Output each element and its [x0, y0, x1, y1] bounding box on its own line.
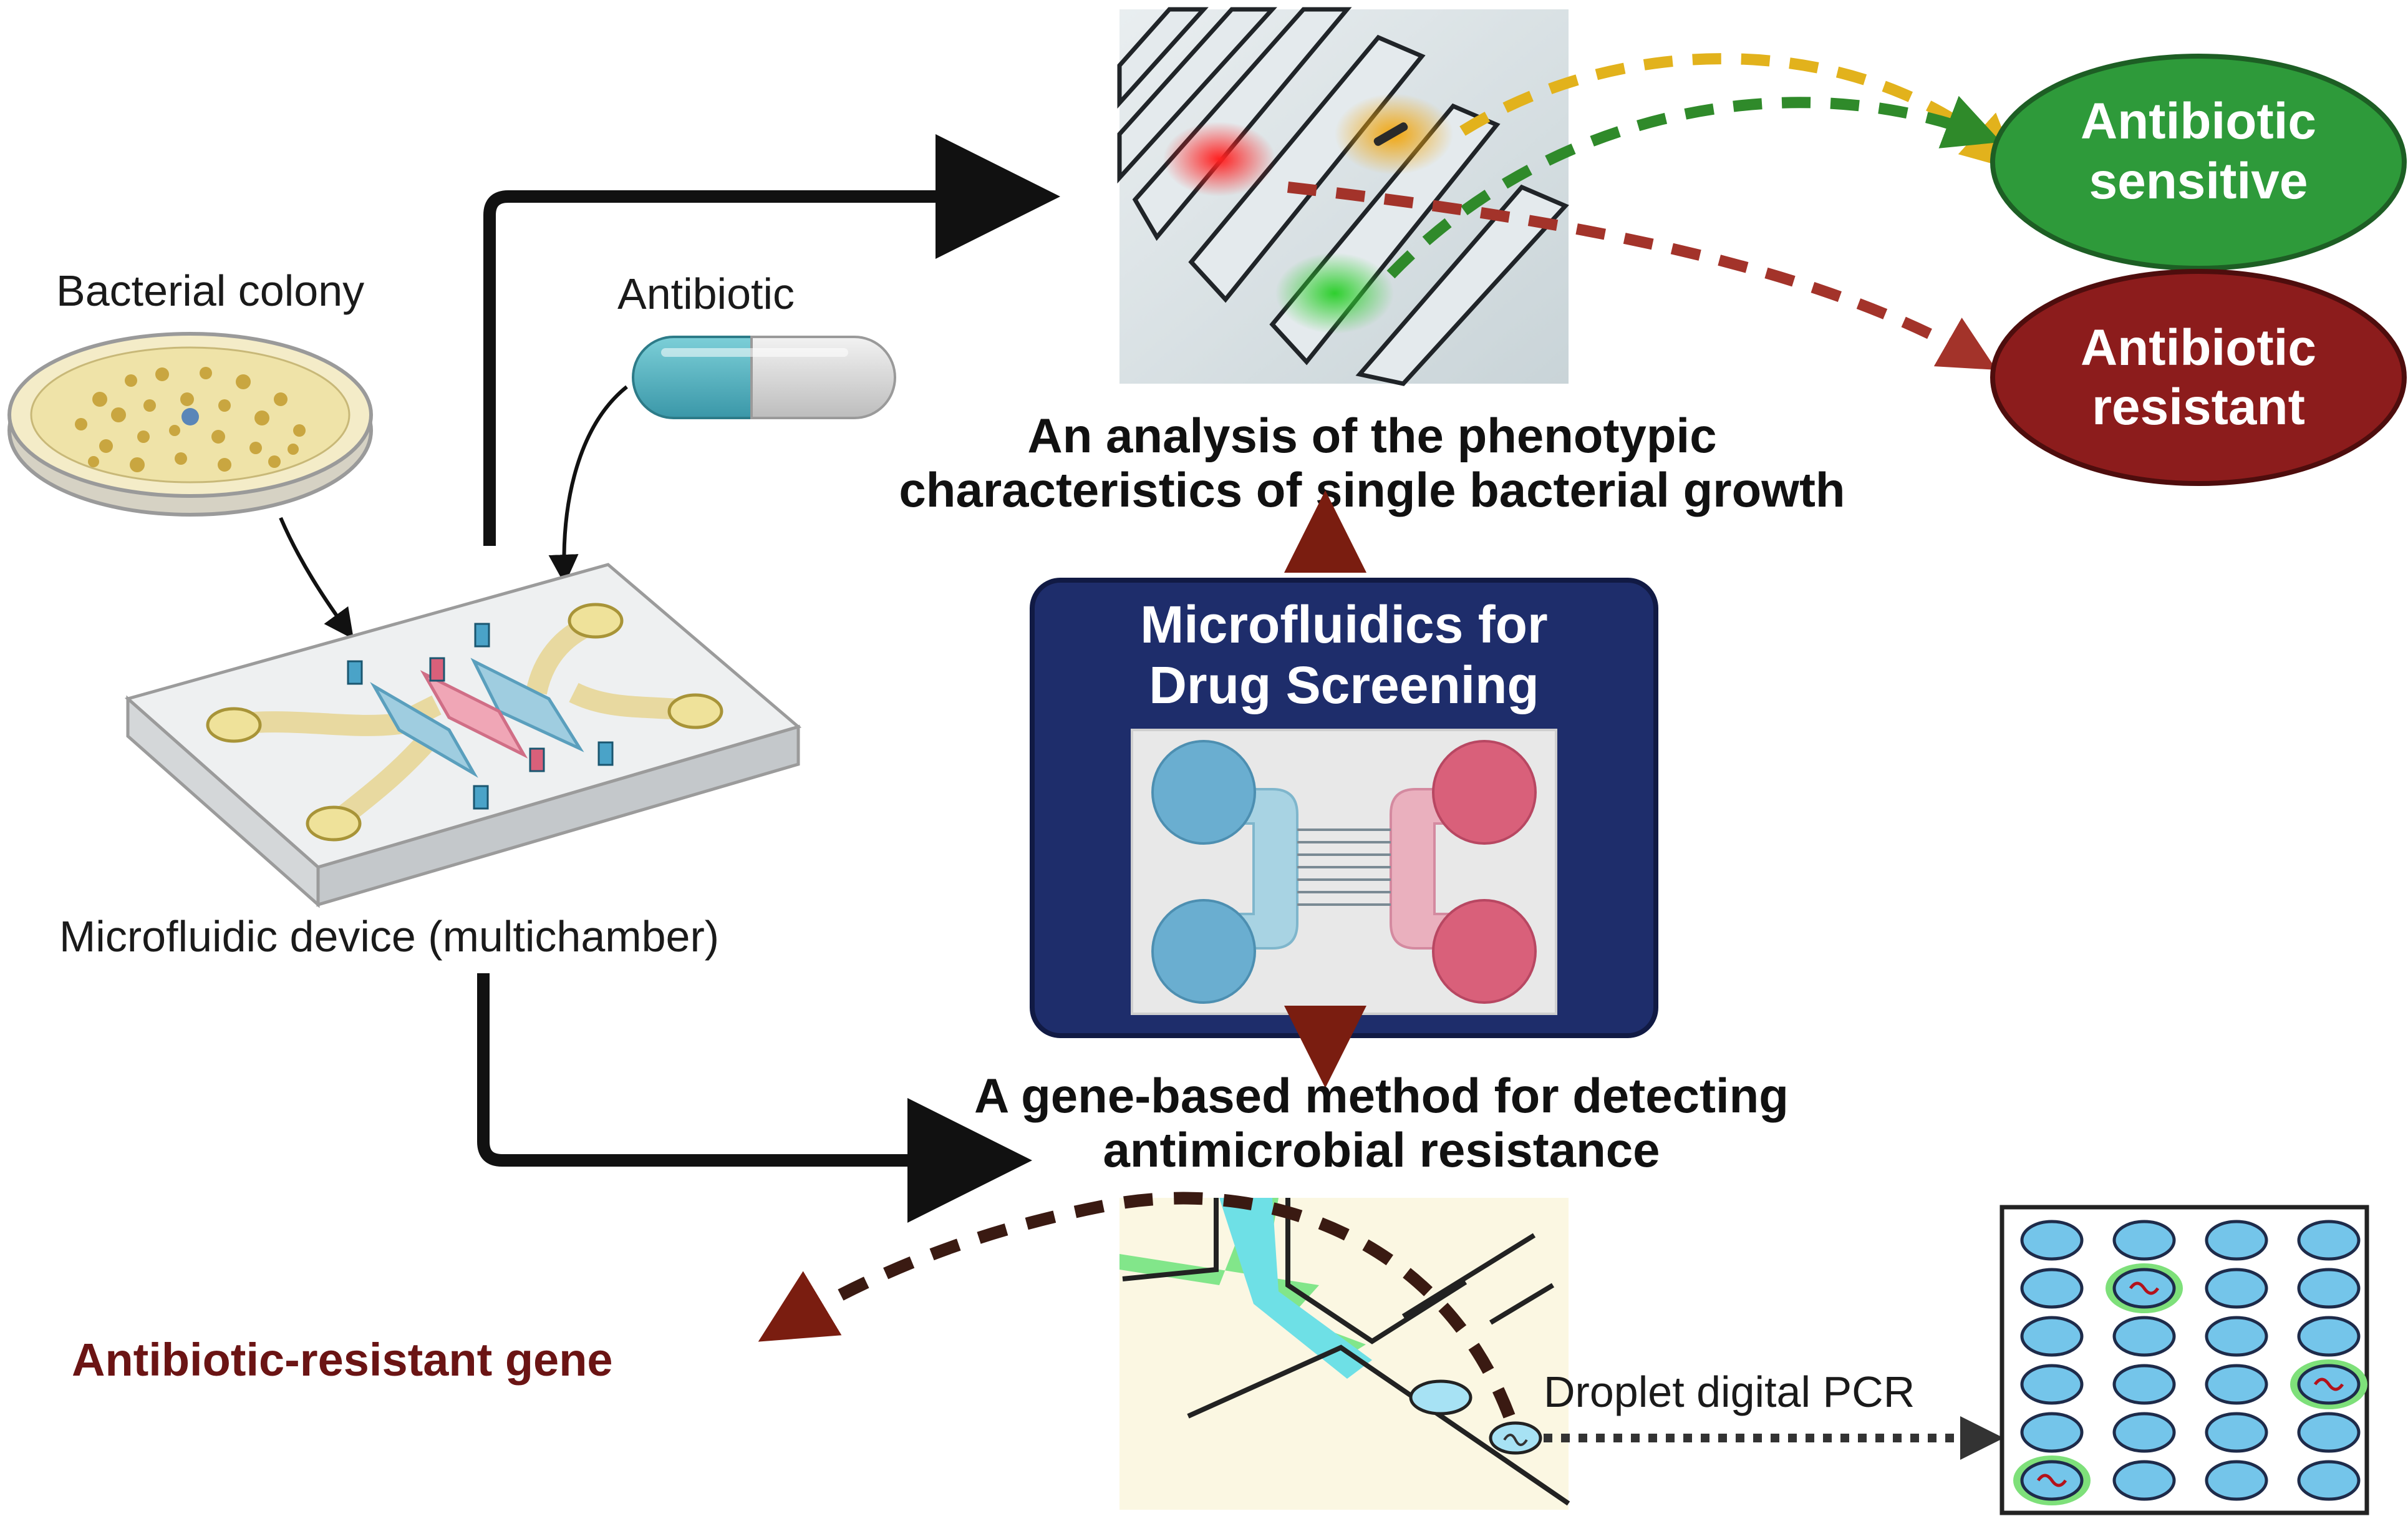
antibiotic-to-device-arrow [548, 385, 628, 585]
droplet [2020, 1316, 2084, 1357]
droplet-pcr-grid-image [1999, 1205, 2369, 1515]
pill-capsule-icon [632, 336, 896, 419]
phenotypic-title-line2: characteristics of single bacterial grow… [899, 462, 1845, 517]
antibiotic-sensitive-oval: Antibiotic sensitive [1990, 54, 2407, 271]
droplet [2112, 1364, 2176, 1405]
gene-signal-icon [2129, 1281, 2160, 1295]
droplet [2020, 1412, 2084, 1453]
gene-method-title-line1: A gene-based method for detecting [974, 1068, 1789, 1123]
droplet-generator-image [1119, 1198, 1570, 1510]
droplet [2205, 1364, 2268, 1405]
microfluidic-device-label: Microfluidic device (multichamber) [59, 912, 719, 961]
droplet [2112, 1316, 2176, 1357]
antibiotic-label: Antibiotic [617, 270, 795, 318]
antibiotic-resistant-gene-label: Antibiotic-resistant gene [72, 1334, 613, 1386]
bacterial-colony-group: Bacterial colony [7, 266, 373, 639]
center-box-title-line1: Microfluidics for [1140, 595, 1547, 654]
droplet [2297, 1316, 2361, 1357]
green-dashed-arrow [1386, 95, 2001, 279]
sensitive-line1: Antibiotic [2081, 93, 2316, 150]
droplet [2297, 1220, 2361, 1261]
yellow-dashed-arrow [1459, 53, 2019, 172]
red-dashed-arrow [1287, 182, 1997, 370]
petri-dish-icon [7, 332, 373, 517]
resistant-line1: Antibiotic [2081, 319, 2316, 376]
droplet [2205, 1412, 2268, 1453]
droplet [2205, 1268, 2268, 1309]
resistant-line2: resistant [2092, 379, 2305, 435]
center-box-title-line2: Drug Screening [1149, 656, 1539, 714]
droplet [2205, 1316, 2268, 1357]
gene-signal-icon [2036, 1474, 2067, 1487]
microfluidic-chip-icon [124, 563, 802, 908]
sensitive-line2: sensitive [2089, 153, 2308, 210]
gene-method-title-line2: antimicrobial resistance [1103, 1122, 1660, 1177]
antibiotic-group: Antibiotic [548, 270, 896, 585]
droplet [2112, 1220, 2176, 1261]
device-to-gene-method-arrow [477, 973, 1032, 1223]
droplet [2112, 1460, 2176, 1501]
droplet [2020, 1364, 2084, 1405]
center-drug-screening-box: Microfluidics for Drug Screening [1030, 578, 1658, 1038]
gene-dashed-arc-arrow [758, 1192, 1516, 1419]
droplet [2297, 1412, 2361, 1453]
droplet [2297, 1268, 2361, 1309]
bacterial-colony-label: Bacterial colony [56, 266, 364, 315]
droplet [2020, 1220, 2084, 1261]
droplet [2205, 1460, 2268, 1501]
gene-signal-icon [2313, 1378, 2344, 1391]
antibiotic-resistant-oval: Antibiotic resistant [1990, 269, 2407, 486]
droplet [2112, 1412, 2176, 1453]
phenotypic-title-line1: An analysis of the phenotypic [1027, 408, 1716, 463]
colony-to-device-arrow [279, 517, 354, 639]
droplet [2297, 1460, 2361, 1501]
droplet [2205, 1220, 2268, 1261]
droplet [2020, 1268, 2084, 1309]
device-to-phenotypic-arrow [483, 134, 1060, 546]
chamber-schematic-icon [1131, 729, 1557, 1015]
droplet-digital-pcr-label: Droplet digital PCR [1544, 1368, 1915, 1416]
